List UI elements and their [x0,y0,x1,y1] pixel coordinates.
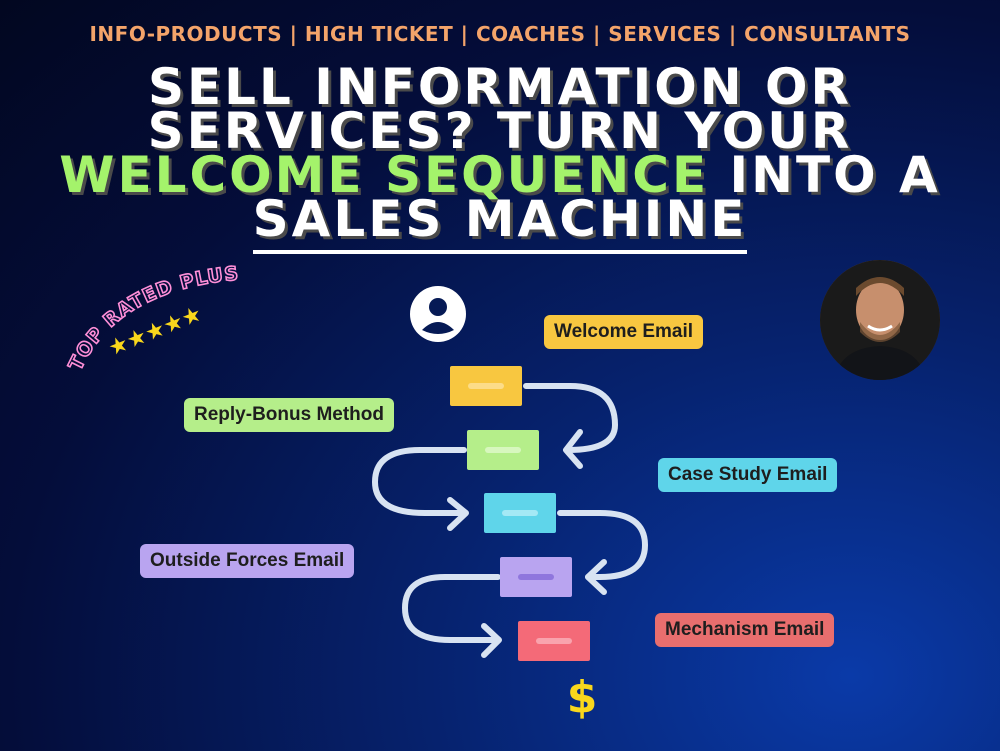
headline-line-3-rest: INTO A [709,146,941,204]
headline-line-1: SELL INFORMATION OR [148,58,852,116]
outside-forces-label: Outside Forces Email [140,544,355,578]
headline: SELL INFORMATION OR SERVICES? TURN YOUR … [0,58,1000,254]
case-study-label: Case Study Email [658,458,838,492]
top-rated-badge: TOP RATED PLUS ★★★★★ [64,262,240,375]
headline-line-4: SALES MACHINE [0,190,1000,254]
dollar-icon: $ [566,672,598,723]
reply-bonus-label: Reply-Bonus Method [184,398,394,432]
welcome-email-block [450,366,522,406]
headline-highlight: WELCOME SEQUENCE [59,146,710,204]
headline-underlined: SALES MACHINE [252,190,748,254]
reply-bonus-block [467,430,539,470]
mechanism-label: Mechanism Email [655,613,835,647]
case-study-block [484,493,556,533]
person-photo [820,260,940,380]
headline-line-2: SERVICES? TURN YOUR [147,102,853,160]
outside-forces-block [500,557,572,597]
headline-line-3: WELCOME SEQUENCE INTO A [0,150,1000,200]
welcome-email-label: Welcome Email [544,315,704,349]
mechanism-block [518,621,590,661]
user-icon [410,286,466,342]
top-tags: INFO-PRODUCTS | HIGH TICKET | COACHES | … [89,22,911,46]
